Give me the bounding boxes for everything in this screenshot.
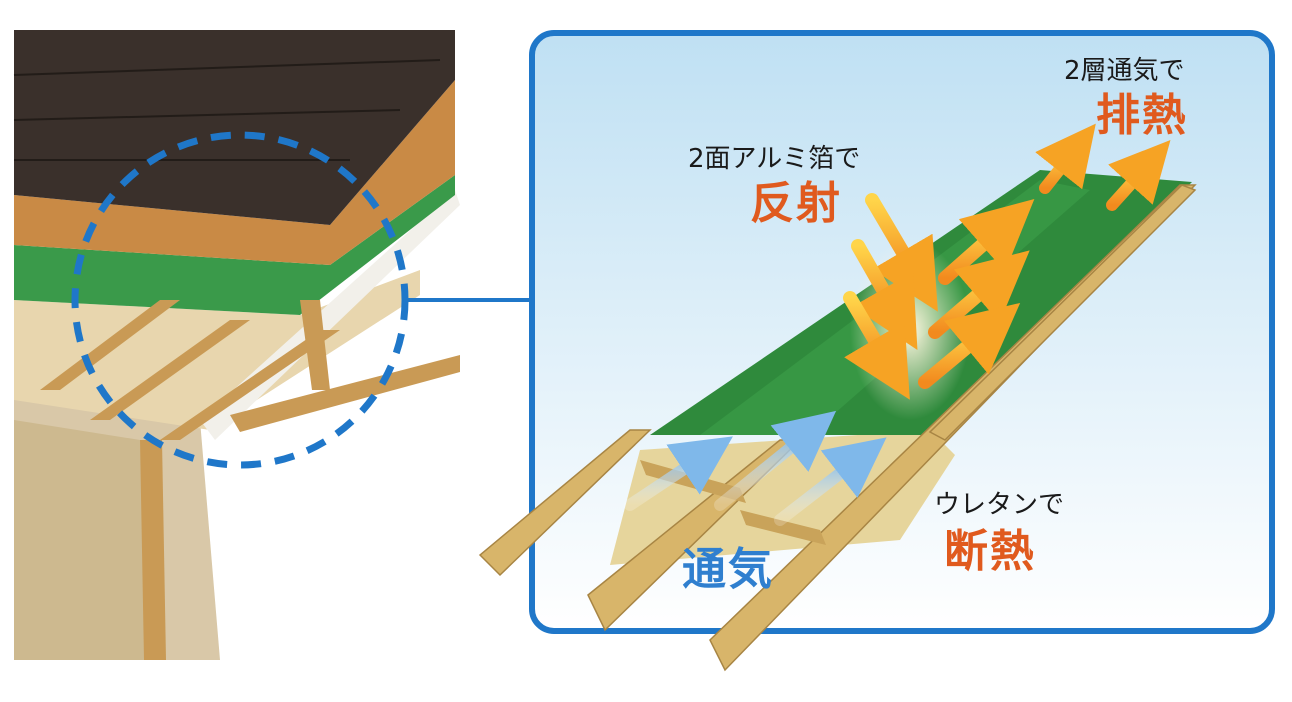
reflection-arrows	[843, 193, 938, 400]
heat-release-caption: 2層通気で	[1064, 56, 1185, 86]
insulation-layer	[14, 175, 455, 315]
insulation-caption: ウレタンで	[934, 490, 1065, 520]
heat-release-arrows	[1035, 123, 1171, 211]
ventilation-arrows	[624, 410, 887, 526]
wall-sheathing	[14, 420, 150, 660]
reflection-caption: 2面アルミ箔で	[688, 144, 861, 174]
outgoing-arrows	[918, 199, 1035, 389]
insulation-label: 断熱	[944, 526, 1036, 577]
roof-lines	[13, 59, 441, 161]
rafters	[40, 300, 460, 440]
reflection-label: 反射	[750, 178, 842, 229]
wood-layer	[14, 80, 455, 265]
roof-illustration	[13, 30, 532, 660]
heat-release-label: 排熱	[1096, 90, 1188, 141]
ventilation-label: 通気	[682, 544, 774, 595]
post	[140, 440, 166, 660]
panel-illustration	[478, 123, 1197, 672]
